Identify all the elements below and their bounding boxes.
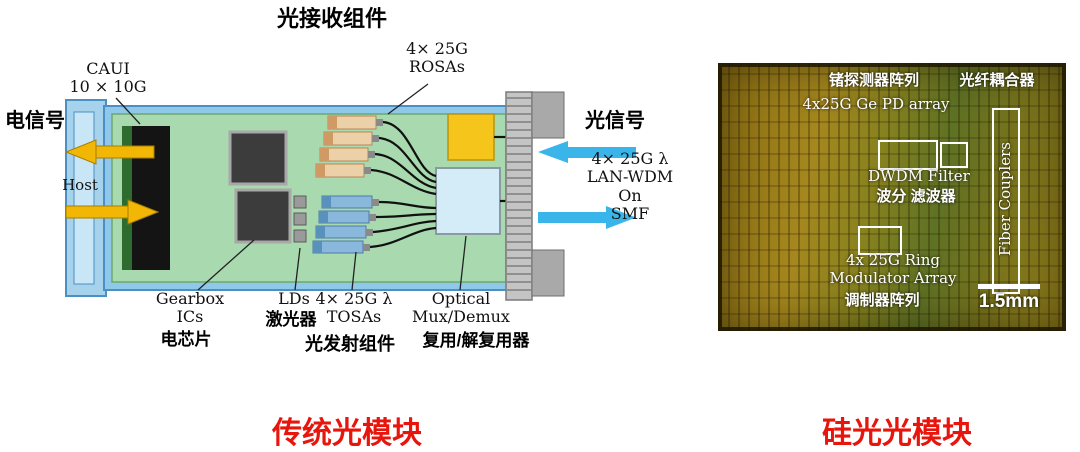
optical-signal-label: 光信号 — [585, 110, 645, 132]
mux-label: Optical Mux/Demux — [412, 289, 510, 327]
lan-wdm-label: 4× 25G λ LAN-WDM On SMF — [586, 149, 674, 224]
ring-modulator-label-line1: 4x 25G Ring — [846, 251, 940, 269]
lan-wdm-line1: 4× 25G λ — [591, 149, 669, 168]
ge-pd-array-outline — [878, 140, 938, 170]
rosas — [315, 115, 383, 178]
module-front-piece — [65, 99, 107, 297]
rosa-label: 4× 25G ROSAs — [406, 39, 468, 77]
tosa-label-cn: 光发射组件 — [305, 334, 395, 354]
lan-wdm-line4: SMF — [610, 204, 650, 224]
fiber-coupler-label-cn: 光纤耦合器 — [959, 72, 1035, 89]
mux-label-cn: 复用/解复用器 — [422, 331, 530, 350]
ring-modulator-label-cn: 调制器阵列 — [844, 292, 920, 309]
caui-label-line1: CAUI — [86, 59, 130, 78]
rosa-label-line2: ROSAs — [409, 57, 465, 77]
gearbox-label-cn: 电芯片 — [160, 330, 212, 349]
laser-diodes — [293, 195, 307, 243]
caui-label-line2: 10 × 10G — [69, 77, 147, 97]
scale-bar-label: 1.5mm — [978, 291, 1040, 312]
optical-fibers — [369, 120, 506, 249]
silicon-chip-photo: 锗探测器阵列 光纤耦合器 4x25G Ge PD array DWDM Filt… — [718, 63, 1066, 331]
dwdm-filter-outline — [940, 142, 968, 168]
gearbox-label-line2: ICs — [176, 307, 204, 327]
mux-label-line1: Optical — [431, 289, 491, 308]
gearbox-ics — [228, 130, 292, 244]
scale-bar — [978, 284, 1040, 289]
ge-pd-array-label-cn: 锗探测器阵列 — [828, 72, 920, 89]
lan-wdm-line2: LAN-WDM — [586, 167, 674, 187]
gearbox-label-line1: Gearbox — [155, 289, 225, 308]
caption-traditional-module: 传统光模块 — [272, 417, 422, 450]
yellow-block — [447, 113, 495, 161]
mux-demux-block — [435, 167, 501, 235]
ld-label: LDs — [278, 289, 310, 308]
tosa-label-line2: TOSAs — [326, 307, 382, 327]
caui-label: CAUI 10 × 10G — [69, 59, 147, 97]
dwdm-filter-label-cn: 波分 滤波器 — [876, 188, 956, 205]
caption-silicon-module: 硅光光模块 — [822, 417, 972, 450]
host-label: Host — [62, 176, 98, 194]
tosa-label: 4× 25G λ TOSAs — [315, 289, 393, 327]
mux-label-line2: Mux/Demux — [412, 307, 510, 327]
lan-wdm-line3: On — [618, 185, 642, 205]
dwdm-filter-label-en: DWDM Filter — [868, 167, 970, 185]
electrical-signal-label: 电信号 — [5, 110, 65, 132]
ring-modulator-outline — [858, 226, 902, 255]
tosas — [312, 195, 379, 254]
gearbox-label: Gearbox ICs — [155, 289, 225, 327]
fiber-couplers-outline — [992, 108, 1020, 294]
receiver-assembly-title: 光接收组件 — [276, 6, 388, 31]
rosa-label-line1: 4× 25G — [406, 39, 468, 58]
tosa-label-line1: 4× 25G λ — [315, 289, 393, 308]
ld-label-cn: 激光器 — [265, 310, 317, 329]
leader-lines — [115, 83, 467, 291]
fiber-couplers-label-en: Fiber Couplers — [996, 142, 1014, 256]
electrical-signal-arrows — [64, 139, 160, 225]
optical-signal-arrows — [538, 141, 636, 229]
ring-modulator-label-line2: Modulator Array — [829, 269, 957, 287]
optical-port-connector — [505, 91, 565, 301]
ge-pd-array-label-en: 4x25G Ge PD array — [802, 95, 950, 113]
